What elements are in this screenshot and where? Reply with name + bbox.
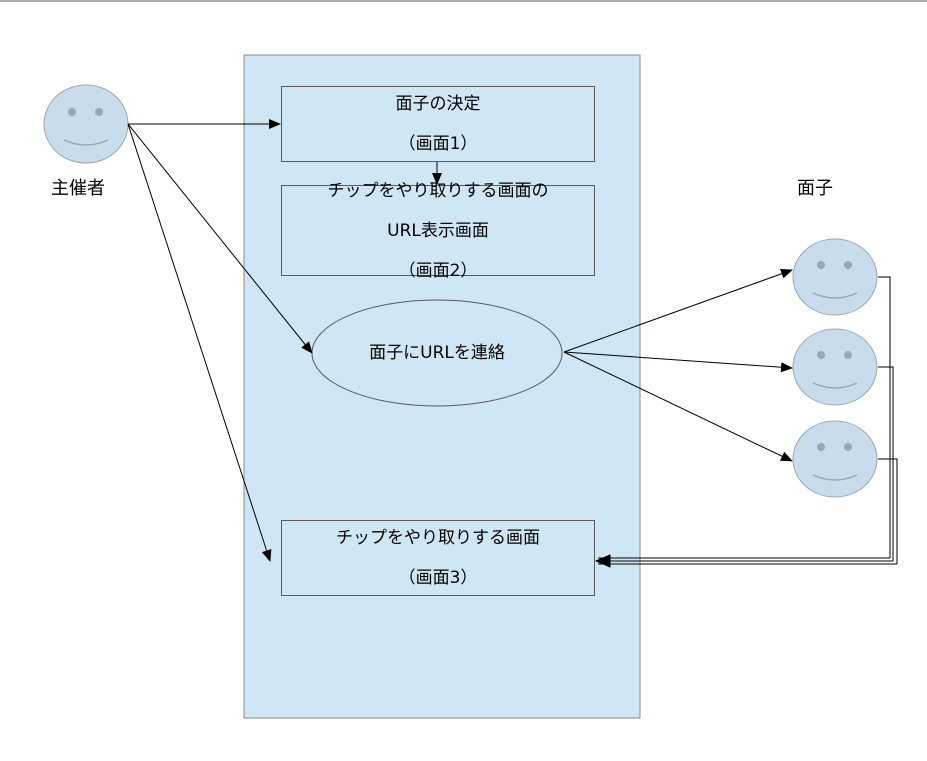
members-group-label: 面子: [797, 178, 833, 199]
members-to-chip-screen-connector: [594, 276, 898, 568]
chip-screen-screen-number: （画面3）: [398, 568, 478, 588]
url-screen-screen-number: （画面2）: [398, 260, 478, 281]
organizer-label: 主催者: [51, 178, 105, 199]
arrow-organizer-to-contact: [127, 123, 313, 354]
top-divider: [0, 0, 927, 2]
arrow-organizer-to-chip-screen: [127, 123, 272, 562]
arrow-contact-to-member-1: [563, 269, 793, 353]
url-screen-title-line1: チップをやり取りする画面の: [327, 180, 549, 201]
chip-screen-box: チップをやり取りする画面 （画面3）: [281, 520, 595, 596]
contact-usecase-label: 面子にURLを連絡: [369, 343, 505, 363]
decide-members-title: 面子の決定: [395, 94, 481, 114]
decide-members-screen-number: （画面1）: [398, 134, 478, 154]
arrow-contact-to-member-3: [563, 351, 793, 462]
member-actor-icon-1: [792, 238, 878, 316]
decide-members-box: 面子の決定 （画面1）: [281, 86, 595, 162]
url-screen-title-line2: URL表示画面: [387, 220, 489, 241]
member-actor-icon-2: [792, 328, 878, 406]
arrow-contact-to-member-2: [563, 351, 793, 373]
url-screen-box: チップをやり取りする画面の URL表示画面 （画面2）: [281, 181, 595, 281]
chip-screen-title: チップをやり取りする画面: [336, 528, 540, 548]
member-actor-icon-3: [792, 420, 878, 498]
organizer-actor-icon: [43, 84, 129, 164]
